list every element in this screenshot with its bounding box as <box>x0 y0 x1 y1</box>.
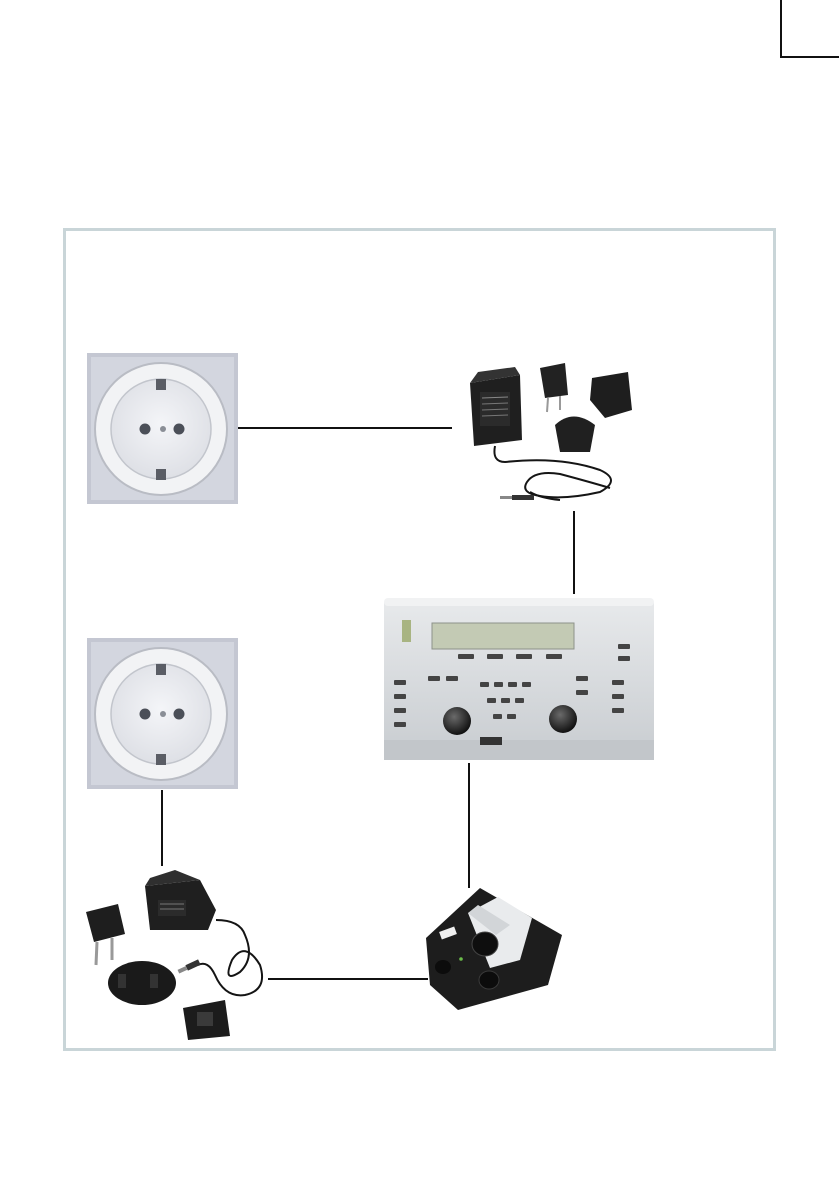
audiometer-icon <box>384 598 654 760</box>
wall-socket-icon <box>87 638 238 789</box>
wall-socket-icon <box>87 353 238 504</box>
power-adapter-icon <box>470 363 632 500</box>
thermal-printer-icon <box>426 888 562 1010</box>
power-adapter-icon <box>86 870 262 1040</box>
